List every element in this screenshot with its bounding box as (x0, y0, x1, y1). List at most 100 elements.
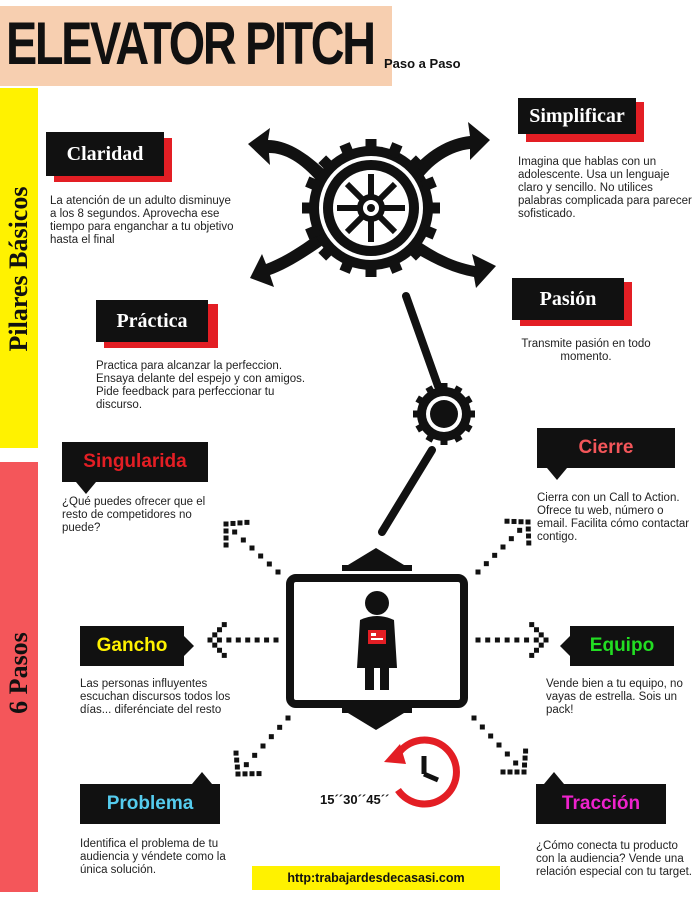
arrow-dot (533, 647, 539, 653)
arrow-dot (242, 771, 248, 777)
arrow-dot (518, 519, 524, 525)
equipo-plate: Equipo (560, 626, 674, 666)
simplificar-text: Imagina que hablas con un adolescente. U… (518, 156, 692, 220)
arrow-dot (223, 521, 229, 527)
arrow-dot (212, 632, 218, 638)
claridad-title: Claridad (66, 142, 144, 165)
arrow-dot (240, 537, 246, 543)
arrow-dot (252, 752, 258, 758)
arrow-dot (245, 637, 251, 643)
arrow-dot (543, 637, 549, 643)
arrow-dot (254, 637, 260, 643)
arrow-dot (475, 569, 481, 575)
arrow-dot (234, 764, 240, 770)
arrow-dot (492, 552, 498, 558)
arrow-dot (235, 771, 241, 777)
pasion-title: Pasión (539, 287, 597, 310)
arrow-dot (207, 637, 213, 643)
arrow-dot (217, 647, 223, 653)
arrow-dot (494, 637, 500, 643)
page-subtitle: Paso a Paso (384, 56, 461, 71)
practica-plate: Práctica (96, 300, 218, 348)
arrow-dot (504, 751, 510, 757)
cierre-plate: Cierre (537, 428, 675, 480)
small-gear-icon (413, 383, 475, 445)
arrow-dot (273, 637, 279, 643)
gear-icon (302, 139, 440, 277)
arrow-dot (538, 642, 544, 648)
practica-title: Práctica (116, 309, 188, 332)
arrow-dot (483, 561, 489, 567)
problema-title: Problema (106, 793, 194, 814)
arrow-dot (258, 553, 264, 559)
arrow-dot (485, 637, 491, 643)
arrow-dot (522, 755, 528, 761)
traccion-text: ¿Cómo conecta tu producto con la audienc… (536, 840, 692, 878)
arrow-dot (234, 757, 240, 763)
arrow-dot (249, 771, 255, 777)
arrow-dot (285, 715, 291, 721)
arrow-dot (475, 637, 481, 643)
problema-plate: Problema (80, 772, 220, 824)
arrow-dot (533, 627, 539, 633)
arrow-dot (504, 637, 510, 643)
arrow-dot (522, 762, 528, 768)
arrow-icon-group (248, 122, 496, 288)
arrow-dot (275, 569, 281, 575)
arrow-dot (514, 769, 520, 775)
simplificar-title: Simplificar (529, 104, 625, 127)
equipo-text: Vende bien a tu equipo, no vayas de estr… (546, 678, 683, 716)
gancho-text: Las personas influyentes escuchan discur… (80, 678, 231, 716)
pasion-text: Transmite pasión en todo momento. (521, 338, 651, 363)
arrow-dot (514, 637, 520, 643)
arrow-dot (526, 533, 532, 539)
arrow-dot (277, 724, 283, 730)
arrow-dot (479, 724, 485, 730)
arrow-dot (529, 622, 535, 628)
arrow-dot (488, 733, 494, 739)
arrow-dot (249, 545, 255, 551)
singularidad-plate: Singularida (62, 442, 208, 494)
claridad-text: La atención de un adulto disminuye a los… (50, 195, 234, 246)
gancho-title: Gancho (96, 635, 168, 656)
arrow-dot (508, 536, 514, 542)
arrow-dot (217, 627, 223, 633)
arrow-dot (513, 760, 519, 766)
sidebar-pilares: Pilares Básicos (0, 88, 38, 448)
arrow-dot (525, 519, 531, 525)
arrow-dot (221, 652, 227, 658)
arrow-dot (221, 622, 227, 628)
timer-label: 15´´30´´45´´ (320, 792, 390, 807)
elevator-icon (286, 548, 468, 730)
simplificar-plate: Simplificar (518, 98, 644, 142)
arrow-dot (517, 527, 523, 533)
sidebar-pasos: 6 Pasos (0, 462, 38, 892)
cierre-title: Cierre (578, 437, 634, 458)
arrow-dot (529, 652, 535, 658)
arrow-dot (500, 544, 506, 550)
arrow-dot (526, 540, 532, 546)
arrow-dot (235, 637, 241, 643)
arrow-dot (260, 743, 266, 749)
singularidad-title: Singularida (83, 451, 187, 472)
title-band (0, 6, 392, 86)
arrow-dot (244, 519, 250, 525)
arrow-dot (243, 762, 249, 768)
arrow-dot (525, 526, 531, 532)
arrow-dot (496, 742, 502, 748)
pasion-plate: Pasión (512, 278, 632, 326)
arrow-dot (524, 637, 530, 643)
arrow-dot (533, 637, 539, 643)
arrow-dot (223, 535, 229, 541)
footer-url[interactable]: http:trabajardesdecasasi.com (252, 866, 500, 890)
arrow-dot (511, 518, 517, 524)
arrow-dot (538, 632, 544, 638)
traccion-plate: Tracción (536, 772, 666, 824)
arrow-dot (216, 637, 222, 643)
arrow-dot (232, 529, 238, 535)
footer-url-text: http:trabajardesdecasasi.com (287, 871, 465, 885)
equipo-title: Equipo (589, 635, 655, 656)
arrow-dot (223, 528, 229, 534)
dotted-arrows (207, 518, 549, 777)
